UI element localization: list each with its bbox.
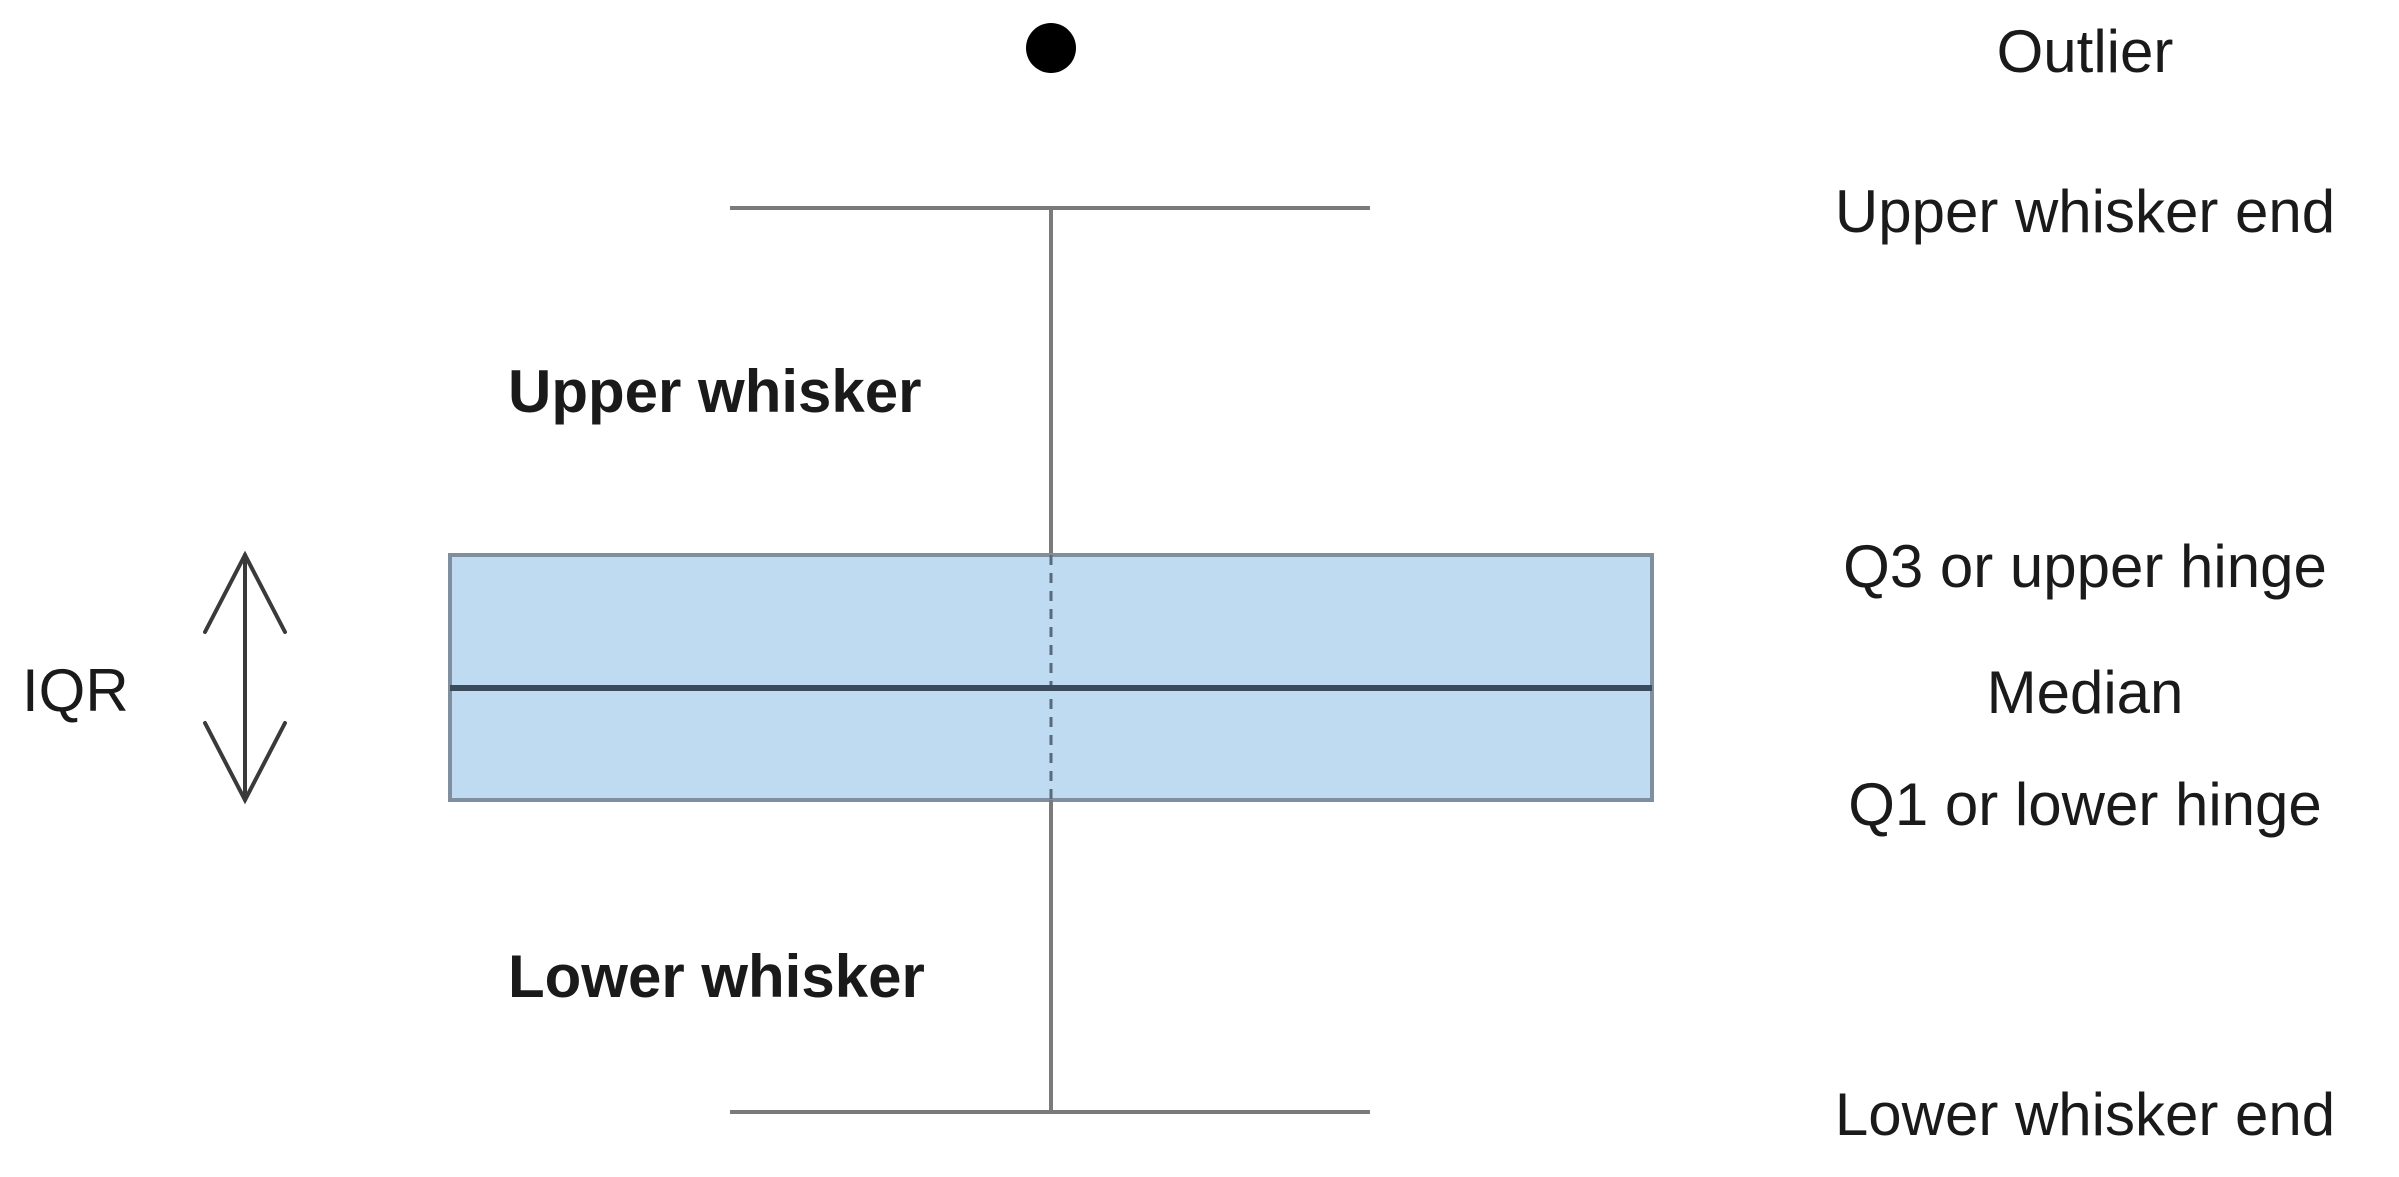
q3-label: Q3 or upper hinge: [1843, 533, 2327, 600]
median-label: Median: [1987, 659, 2184, 726]
outlier-point: [1026, 23, 1076, 73]
iqr-label: IQR: [22, 657, 129, 724]
q1-label: Q1 or lower hinge: [1848, 771, 2322, 838]
lower-whisker-label: Lower whisker: [508, 943, 925, 1010]
lower-whisker-end-label: Lower whisker end: [1835, 1081, 2335, 1148]
outlier-label: Outlier: [1997, 18, 2174, 85]
upper-whisker-end-label: Upper whisker end: [1835, 178, 2335, 245]
upper-whisker-label: Upper whisker: [508, 358, 921, 425]
iqr-double-arrow-icon: [203, 550, 287, 805]
